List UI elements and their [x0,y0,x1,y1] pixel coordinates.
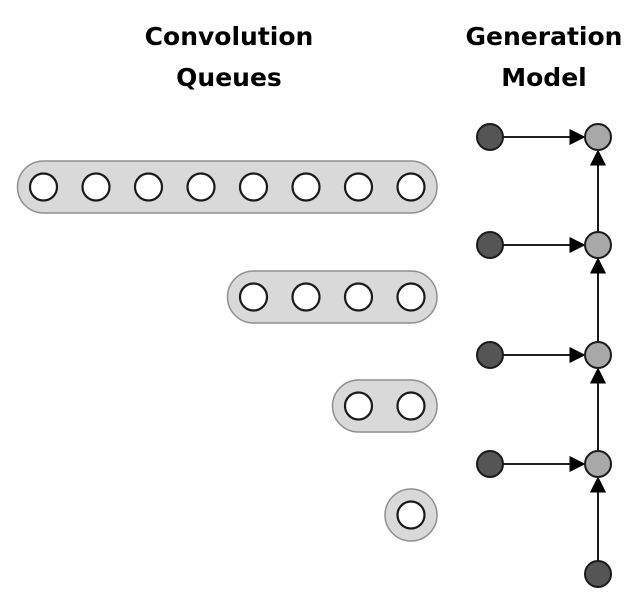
generation-arrows [503,128,607,561]
queue-node [343,172,374,202]
hidden-node [584,450,612,478]
convolution-title-line1: Convolution [145,22,314,51]
input-node [476,341,504,369]
queue-node [238,282,269,312]
generation-model [476,123,612,588]
hidden-node [584,123,612,151]
queue-node [343,282,374,312]
queue-node [238,172,269,202]
queue-node [133,172,164,202]
queue-node [396,282,426,312]
queue-node [396,391,426,421]
input-node [476,123,504,151]
hidden-node [584,341,612,369]
queue-node [291,172,321,202]
convolution-queue [331,379,438,433]
queue-capsule [16,160,438,214]
hidden-node [584,231,612,259]
convolution-queue [226,270,438,324]
input-node [476,231,504,259]
queue-node [396,500,426,530]
queue-capsule [226,270,438,324]
queue-node [28,172,59,202]
input-node [476,450,504,478]
bottom-input-node [584,560,612,588]
convolution-queue [16,160,438,214]
convolution-queues [16,160,438,542]
generation-nodes [476,123,612,588]
convolution-title-line2: Queues [176,63,282,92]
generation-title-line1: Generation [466,22,623,51]
queue-node [343,391,374,421]
queue-node [396,172,426,202]
queue-node [81,172,111,202]
queue-node [186,172,216,202]
generation-title-line2: Model [501,63,586,92]
convolution-queue [384,488,438,542]
queue-node [291,282,321,312]
